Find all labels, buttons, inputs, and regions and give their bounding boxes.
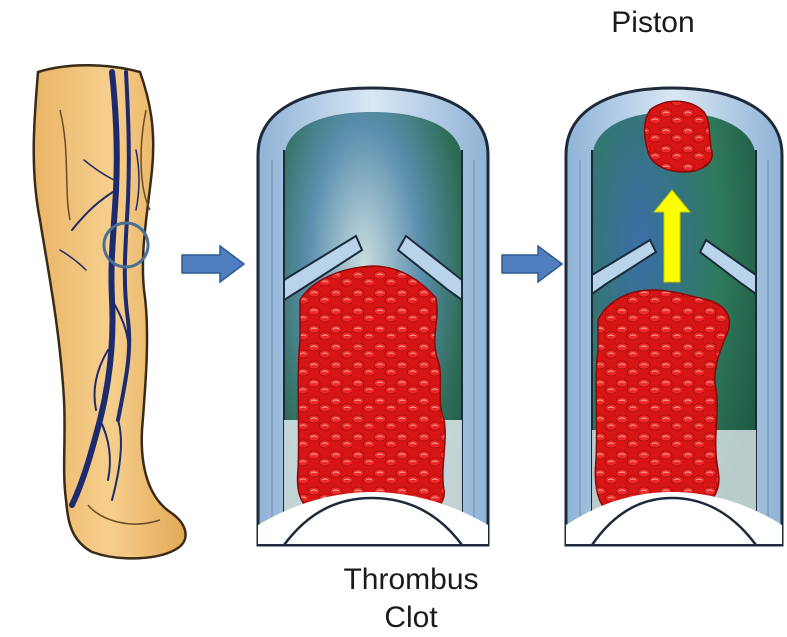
vessel-cross-section-after [566,88,782,545]
right-arrow-icon [182,246,244,282]
thrombus-label: Thrombus [296,565,526,595]
thrombus-remaining [595,290,729,513]
thrombus-clot [298,266,446,517]
clot-label: Clot [296,603,526,633]
vessel-cross-section-before [258,88,488,545]
right-arrow-icon [502,246,562,282]
detached-clot-fragment [645,101,713,172]
piston-label: Piston [588,8,718,38]
leg-illustration [34,65,186,558]
